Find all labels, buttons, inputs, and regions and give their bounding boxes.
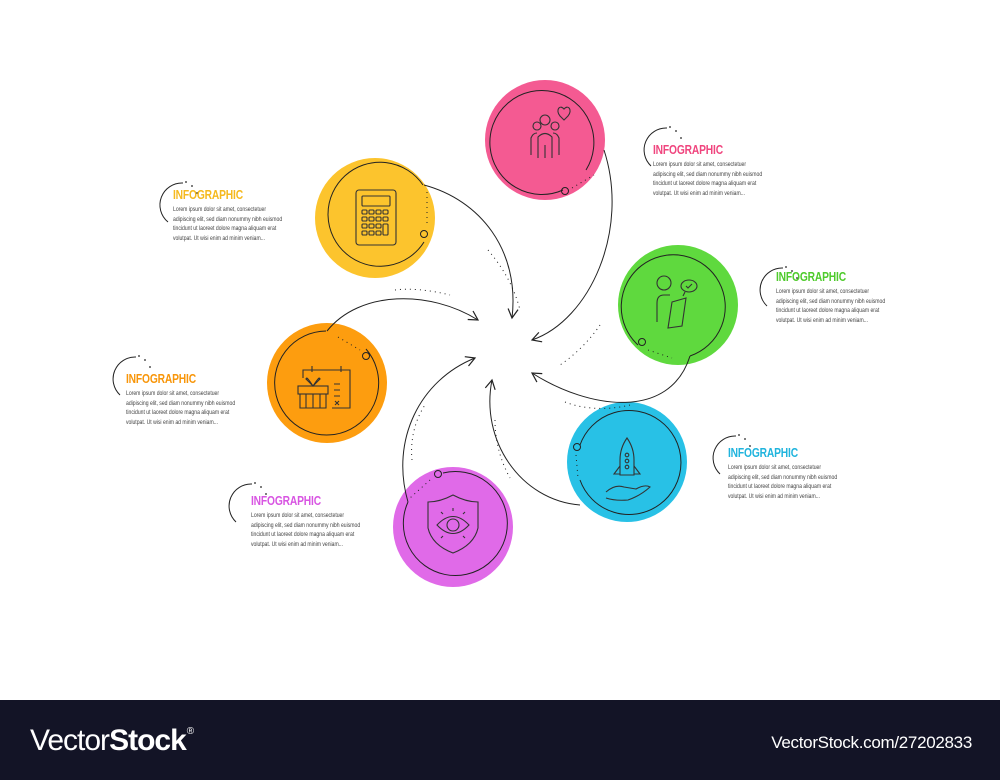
block-title: INFOGRAPHIC <box>653 143 723 157</box>
watermark-footer: VectorStock® VectorStock.com/27202833 <box>0 700 1000 780</box>
text-block-security: INFOGRAPHIC Lorem ipsum dolor sit amet, … <box>251 494 391 549</box>
circle-security <box>393 467 513 587</box>
calculator-icon <box>355 189 397 246</box>
block-title: INFOGRAPHIC <box>251 494 321 508</box>
block-body: Lorem ipsum dolor sit amet, consectetuer… <box>251 512 361 548</box>
text-brackets <box>112 127 784 523</box>
employee-tablet-approved-icon <box>656 275 698 329</box>
calendar-gift-icon <box>297 366 351 409</box>
block-title: INFOGRAPHIC <box>173 188 243 202</box>
block-body: Lorem ipsum dolor sit amet, consectetuer… <box>173 206 283 242</box>
block-body: Lorem ipsum dolor sit amet, consectetuer… <box>126 390 236 426</box>
circle-couple <box>485 80 605 200</box>
text-block-startup: INFOGRAPHIC Lorem ipsum dolor sit amet, … <box>728 446 868 501</box>
bracket-dots <box>138 126 798 495</box>
circle-gift <box>267 323 387 443</box>
flow-arrows <box>326 149 691 506</box>
rocket-hand-icon <box>605 437 651 501</box>
block-title: INFOGRAPHIC <box>776 270 846 284</box>
circle-startup <box>567 402 687 522</box>
eye-shield-icon <box>427 494 479 554</box>
circle-calculator <box>315 158 435 278</box>
image-url: VectorStock.com/27202833 <box>771 733 972 752</box>
text-block-gift: INFOGRAPHIC Lorem ipsum dolor sit amet, … <box>126 372 266 427</box>
block-body: Lorem ipsum dolor sit amet, consectetuer… <box>776 288 886 324</box>
text-block-calculator: INFOGRAPHIC Lorem ipsum dolor sit amet, … <box>173 188 313 243</box>
infographic-canvas: INFOGRAPHIC Lorem ipsum dolor sit amet, … <box>112 80 916 587</box>
dotted-guides <box>394 249 631 479</box>
infographic-diagram <box>112 80 798 587</box>
text-block-couple: INFOGRAPHIC Lorem ipsum dolor sit amet, … <box>653 143 793 198</box>
vectorstock-logo: VectorStock® <box>30 724 194 757</box>
circle-support <box>618 245 738 365</box>
block-body: Lorem ipsum dolor sit amet, consectetuer… <box>653 161 763 197</box>
block-body: Lorem ipsum dolor sit amet, consectetuer… <box>728 464 838 500</box>
block-title: INFOGRAPHIC <box>728 446 798 460</box>
text-block-support: INFOGRAPHIC Lorem ipsum dolor sit amet, … <box>776 270 916 325</box>
block-title: INFOGRAPHIC <box>126 372 196 386</box>
couple-love-icon <box>530 106 571 158</box>
